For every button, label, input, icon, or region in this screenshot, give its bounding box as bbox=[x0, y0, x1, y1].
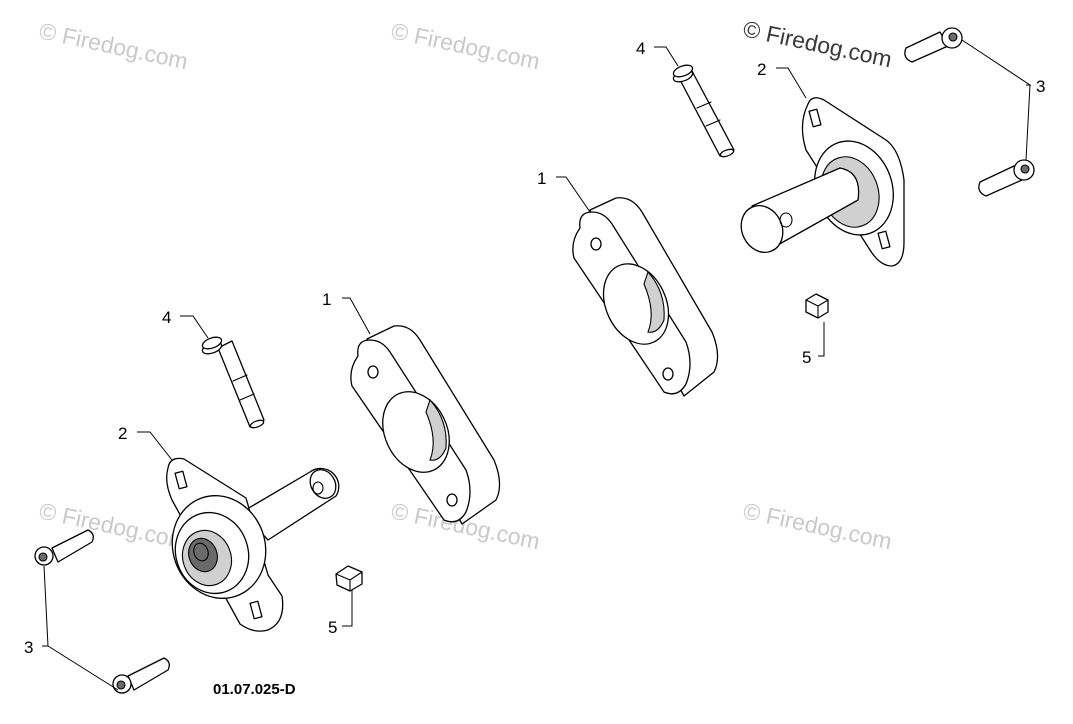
flange-bolt-right-bottom bbox=[978, 159, 1035, 197]
leader-lines bbox=[42, 39, 1032, 691]
nut-right bbox=[805, 293, 829, 319]
callout-5-right: 5 bbox=[802, 348, 811, 367]
callout-3-left: 3 bbox=[24, 638, 33, 657]
watermark-top-center: © Firedog.com bbox=[389, 17, 542, 74]
callout-labels: 1 1 2 2 3 3 4 4 5 5 bbox=[24, 39, 1045, 657]
callout-4-left: 4 bbox=[162, 308, 171, 327]
pin-bolt-left bbox=[201, 336, 265, 429]
callout-1-right: 1 bbox=[537, 169, 546, 188]
callout-3-right: 3 bbox=[1036, 77, 1045, 96]
watermark-bottom-right: © Firedog.com bbox=[741, 497, 894, 554]
callout-5-left: 5 bbox=[328, 618, 337, 637]
callout-2-left: 2 bbox=[118, 424, 127, 443]
callout-2-right: 2 bbox=[757, 60, 766, 79]
pin-bolt-right bbox=[672, 64, 735, 158]
callout-1-left: 1 bbox=[322, 290, 331, 309]
watermark-top-left: © Firedog.com bbox=[37, 17, 190, 74]
bearing-flange-left bbox=[166, 457, 340, 632]
diagram-code: 01.07.025-D bbox=[213, 681, 296, 698]
flange-bolt-right-top bbox=[904, 27, 963, 63]
nut-left bbox=[335, 565, 363, 592]
spacer-block-right bbox=[572, 197, 719, 397]
callout-4-right: 4 bbox=[636, 39, 645, 58]
flange-bolt-left-bottom bbox=[112, 657, 170, 694]
bearing-flange-right bbox=[740, 97, 905, 267]
flange-bolt-left-top bbox=[34, 529, 94, 566]
spacer-block-left bbox=[350, 325, 501, 525]
